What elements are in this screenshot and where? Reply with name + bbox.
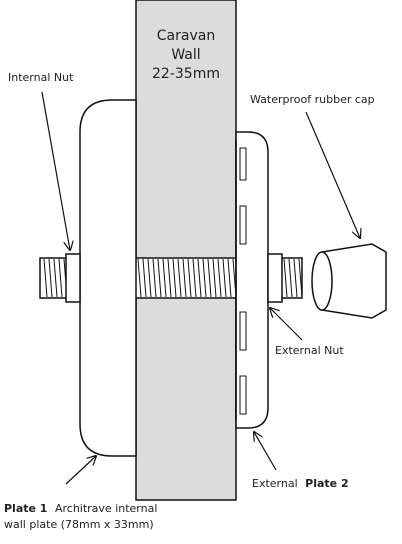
bolt-thread — [58, 258, 63, 298]
external-nut — [267, 253, 283, 303]
bolt-thread — [53, 258, 58, 298]
internal-nut-leader — [41, 91, 70, 250]
plate-slot — [239, 205, 247, 245]
bolt-thread — [172, 258, 177, 298]
bolt-thread — [157, 258, 162, 298]
caravan-wall — [135, 0, 237, 501]
bolt-thread — [192, 258, 197, 298]
external-plate-prefix: External — [252, 477, 298, 490]
cap-leader — [305, 111, 360, 238]
wall-label-line2: Wall — [171, 47, 200, 63]
bolt-thread — [142, 258, 147, 298]
plate1-leader — [65, 456, 96, 485]
bolt-thread — [212, 258, 217, 298]
bolt-thread — [227, 258, 232, 298]
bolt-thread — [298, 258, 303, 298]
bolt-thread — [182, 258, 187, 298]
bolt-thread — [197, 258, 202, 298]
internal-nut-label: Internal Nut — [8, 71, 74, 84]
internal-nut — [65, 253, 81, 303]
bolt-thread — [202, 258, 207, 298]
plate1-bold: Plate 1 — [4, 502, 47, 515]
bolt-thread — [288, 258, 293, 298]
external-nut-leader — [270, 308, 303, 341]
plate1-rest: Architrave internal — [55, 502, 157, 515]
bolt-thread — [152, 258, 157, 298]
plate-slot — [239, 311, 247, 351]
waterproof-rubber-cap — [311, 243, 387, 319]
bolt-thread — [222, 258, 227, 298]
wall-label-line3: 22-35mm — [152, 66, 220, 82]
bolt-thread — [293, 258, 298, 298]
bolt-thread — [177, 258, 182, 298]
wall-label-line1: Caravan — [157, 28, 215, 44]
bolt-thread — [207, 258, 212, 298]
bolt-thread — [162, 258, 167, 298]
external-plate-bold: Plate 2 — [305, 477, 348, 490]
waterproof-cap-label: Waterproof rubber cap — [250, 93, 375, 106]
external-plate — [235, 131, 269, 429]
plate-slot — [239, 375, 247, 415]
bolt-thread — [167, 258, 172, 298]
bolt-thread — [187, 258, 192, 298]
bolt-thread — [43, 258, 48, 298]
plate1-label-line1: Plate 1 Architrave internal — [4, 502, 157, 515]
bolt-thread — [147, 258, 152, 298]
bolt-thread — [137, 258, 142, 298]
external-plate-leader — [254, 432, 277, 471]
plate1-label-line2: wall plate (78mm x 33mm) — [4, 518, 154, 531]
bolt-thread — [283, 258, 288, 298]
internal-wall-plate — [79, 99, 137, 457]
plate-slot — [239, 147, 247, 181]
bolt-thread — [217, 258, 222, 298]
external-plate-label: External Plate 2 — [252, 477, 349, 490]
external-nut-label: External Nut — [275, 344, 344, 357]
bolt-thread — [48, 258, 53, 298]
